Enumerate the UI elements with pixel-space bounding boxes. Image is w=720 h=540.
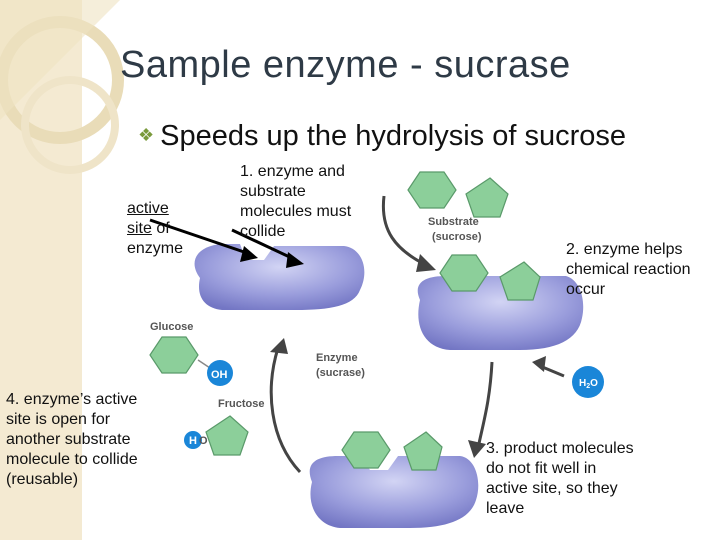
fructose-leaving-pentagon bbox=[403, 431, 443, 471]
fructose-bound-pentagon bbox=[499, 261, 541, 301]
enzyme-label: Enzyme bbox=[316, 352, 358, 364]
oh-ion bbox=[207, 360, 233, 386]
step2-note: 2. enzyme helps chemical reaction occur bbox=[566, 241, 691, 298]
pointer-collide-arrow bbox=[231, 228, 297, 262]
fructose-label: Fructose bbox=[218, 398, 264, 410]
substrate-label-paren: (sucrose) bbox=[432, 231, 482, 243]
active-site-line-1: active bbox=[127, 200, 169, 217]
active-site-note: active site of enzyme bbox=[127, 199, 183, 259]
substrate-label: Substrate bbox=[428, 216, 479, 228]
glucose-bound-hexagon bbox=[439, 254, 489, 292]
active-site-line-3: enzyme bbox=[127, 240, 184, 257]
enzyme-shape-releasing bbox=[309, 431, 479, 528]
arrow-products-release bbox=[269, 347, 302, 474]
glucose-label: Glucose bbox=[150, 321, 193, 333]
fructose-product bbox=[184, 415, 249, 456]
active-site-line-2: site of bbox=[127, 220, 170, 237]
bullet-icon: ❖ bbox=[138, 125, 155, 145]
water-label: H2O bbox=[579, 378, 598, 390]
h-label: H bbox=[189, 435, 197, 447]
enzyme-shape-empty-1 bbox=[194, 244, 365, 310]
o-label: O bbox=[199, 435, 208, 447]
oh-label: OH bbox=[211, 369, 228, 381]
substrate-sucrose-molecule bbox=[407, 171, 509, 218]
glucose-product bbox=[149, 336, 233, 386]
glucose-leaving-hexagon bbox=[341, 431, 391, 469]
bullet-item: ❖Speeds up the hydrolysis of sucrose bbox=[138, 120, 626, 153]
h-ion bbox=[184, 431, 202, 449]
step3-note: 3. product molecules do not fit well in … bbox=[486, 440, 634, 517]
slide-title: Sample enzyme - sucrase bbox=[120, 44, 571, 86]
step4-note: 4. enzyme’s active site is open for anot… bbox=[6, 391, 138, 488]
arrow-to-bound-step bbox=[476, 361, 494, 449]
pointer-arrows bbox=[149, 218, 297, 262]
enzyme-label-paren: (sucrase) bbox=[316, 367, 365, 379]
enzyme-shape-bound bbox=[417, 254, 584, 350]
water-molecule bbox=[572, 366, 604, 398]
arrow-heads bbox=[270, 254, 546, 458]
bullet-text: Speeds up the hydrolysis of sucrose bbox=[160, 120, 627, 152]
pointer-active-site-arrow bbox=[149, 218, 251, 256]
step1-note: 1. enzyme and substrate molecules must c… bbox=[240, 163, 352, 240]
